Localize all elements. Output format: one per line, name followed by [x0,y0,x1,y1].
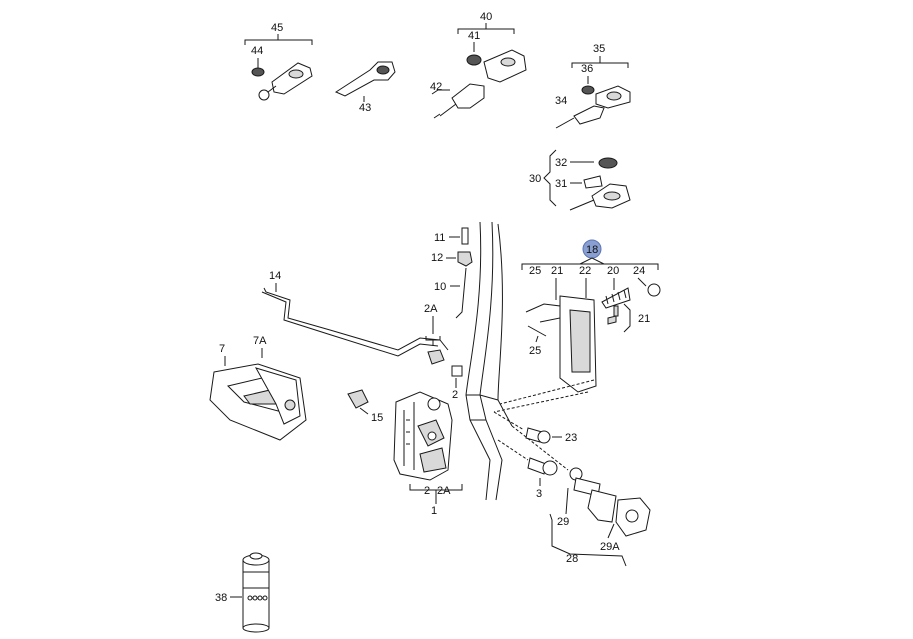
outer-handle-18-group: 18 25 21 22 20 24 25 21 [493,239,661,413]
label-45[interactable]: 45 [271,22,283,34]
label-25b[interactable]: 25 [529,345,541,357]
label-25a[interactable]: 25 [529,265,541,277]
folding-key-40-group: 40 41 42 [430,11,527,119]
lever-2a-group: 2A 2 [424,303,463,401]
lock-rod-10 [455,267,467,319]
label-28[interactable]: 28 [566,553,578,565]
label-24[interactable]: 24 [633,265,645,277]
label-41[interactable]: 41 [468,30,480,42]
operating-rod-14 [263,287,449,351]
label-31[interactable]: 31 [555,178,567,190]
label-34[interactable]: 34 [555,95,567,107]
label-42[interactable]: 42 [430,81,442,93]
lubricant-can-38-group: 38 [215,552,270,633]
key-pin-31 [583,175,603,189]
lubricant-can-38 [242,559,270,629]
label-21a[interactable]: 21 [551,265,563,277]
key-30-group: 30 32 31 [529,149,631,211]
label-3[interactable]: 3 [536,488,542,500]
guide-12 [457,251,473,267]
label-29[interactable]: 29 [557,516,569,528]
label-43[interactable]: 43 [359,102,371,114]
striker-28-group: 29 29A 28 [511,425,651,567]
key-cap-41 [466,54,482,66]
key-cap-32 [598,157,618,169]
label-30[interactable]: 30 [529,173,541,185]
label-21b[interactable]: 21 [638,313,650,325]
label-44[interactable]: 44 [251,45,263,57]
screws-group: 23 3 [493,411,577,500]
screw-3 [527,457,547,475]
door-pillar [465,221,513,501]
clip-15-group: 15 [347,389,383,424]
door-lock-1-group: 2 2A 1 [393,391,463,517]
label-14[interactable]: 14 [269,270,281,282]
label-38[interactable]: 38 [215,592,227,604]
label-2[interactable]: 2 [452,389,458,401]
label-20[interactable]: 20 [607,265,619,277]
label-15[interactable]: 15 [371,412,383,424]
label-32[interactable]: 32 [555,157,567,169]
lock-knob-11 [461,227,469,245]
label-18[interactable]: 18 [586,244,598,256]
key-blank-43-group: 43 [334,61,396,114]
label-12[interactable]: 12 [431,252,443,264]
cap-24 [647,283,661,297]
lock-button-group: 11 12 10 [431,227,473,319]
clip-2 [451,365,463,377]
label-23[interactable]: 23 [565,432,577,444]
label-10[interactable]: 10 [434,281,446,293]
striker-29 [587,489,617,523]
key-remote-45-group: 45 44 [244,22,313,101]
key-battery-44 [251,67,265,77]
clip-15 [347,389,369,409]
key-cap-36 [581,85,595,95]
label-36[interactable]: 36 [581,63,593,75]
rod-14-group: 14 [261,270,449,357]
label-2b[interactable]: 2 [424,485,430,497]
folding-key-35-group: 35 36 34 [555,43,631,129]
label-2A-lever[interactable]: 2A [424,303,438,315]
label-1[interactable]: 1 [431,505,437,517]
label-29A[interactable]: 29A [600,541,620,553]
label-35[interactable]: 35 [593,43,605,55]
remote-key-45 [271,62,313,95]
label-22[interactable]: 22 [579,265,591,277]
lock-cylinder-20 [601,287,631,309]
label-2Ab[interactable]: 2A [437,485,451,497]
label-11[interactable]: 11 [434,232,445,244]
label-7A[interactable]: 7A [253,335,267,347]
label-7[interactable]: 7 [219,343,225,355]
inner-handle-group: 7 7A [209,335,307,441]
label-40[interactable]: 40 [480,11,492,23]
